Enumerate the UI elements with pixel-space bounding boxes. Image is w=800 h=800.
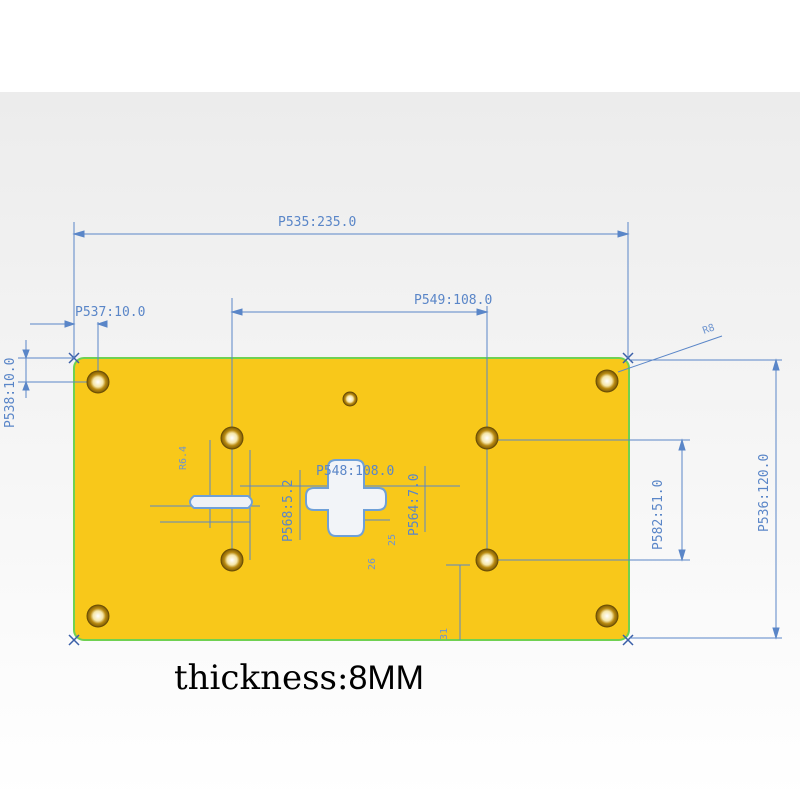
dim-center-offset: P548:108.0 [316,464,394,479]
dimension-lines [18,222,782,640]
dim-overall-width: P535:235.0 [278,215,356,230]
thickness-caption: thickness:8MM [174,658,424,698]
dim-corner-radius: R8 [701,322,716,336]
dim-small-a: 26 [367,558,378,570]
dim-overall-height: P536:120.0 [757,454,772,532]
hole-inner-top-left [220,426,244,450]
dim-hole-spacing-y: P582:51.0 [651,480,666,550]
thickness-label: thickness: [174,658,349,698]
dim-small-b: 25 [387,534,398,546]
dim-hole-offset-y: P538:10.0 [3,358,18,428]
dim-hole-spacing-x: P549:108.0 [414,293,492,308]
dim-hole-offset-x: P537:10.0 [75,305,145,320]
dim-bottom-offset: 31 [439,628,450,640]
hole-inner-bottom-right [475,548,499,572]
hole-small-center [342,391,358,407]
hole-inner-top-right [475,426,499,450]
hole-bottom-right [595,604,619,628]
hole-top-left [86,370,110,394]
hole-bottom-left [86,604,110,628]
dim-keyhole-width: P568:5.2 [281,479,296,542]
hole-inner-bottom-left [220,548,244,572]
dim-keyhole-height: P564:7.0 [407,473,422,536]
mounting-holes [86,369,619,628]
hole-top-right [595,369,619,393]
thickness-value: 8MM [348,659,425,697]
dim-slot-radius: R6.4 [178,446,189,470]
cross-cutout [189,459,387,537]
